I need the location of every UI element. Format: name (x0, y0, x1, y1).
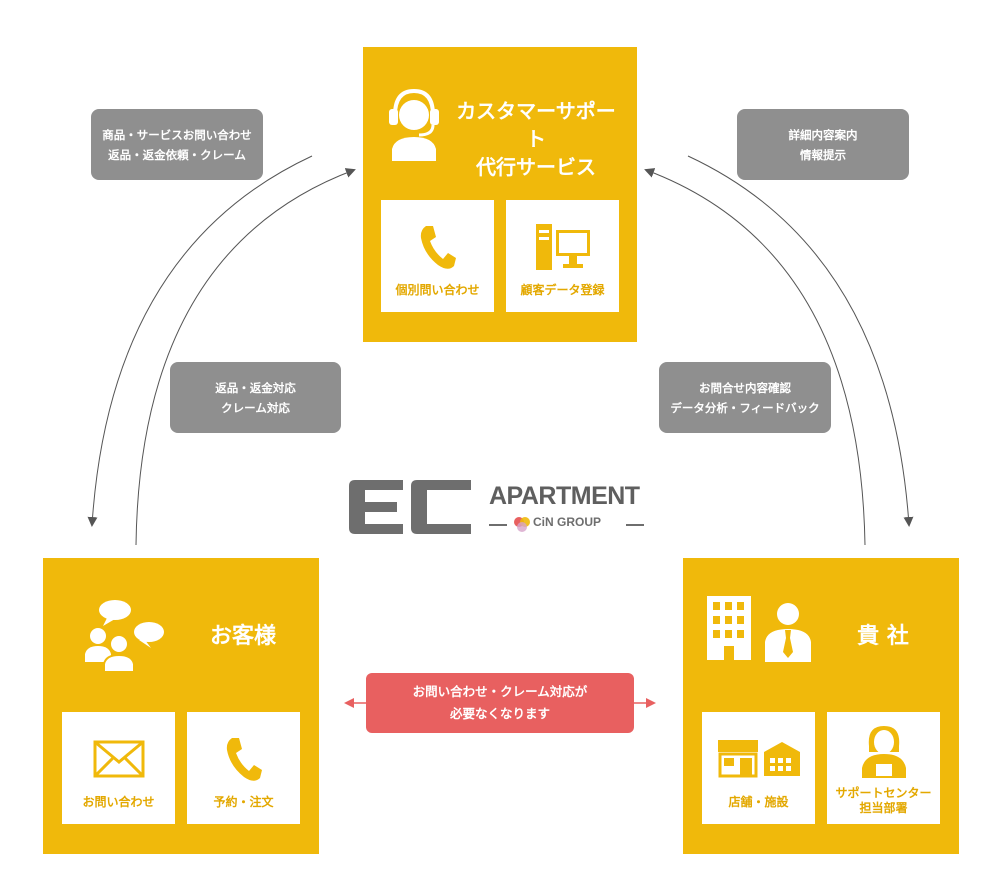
cin-dots-icon (513, 516, 531, 536)
card-label: お問い合わせ (82, 795, 155, 809)
label-inquiry-returns: 商品・サービスお問い合わせ 返品・返金依頼・クレーム (91, 109, 263, 180)
businessman-icon (763, 602, 813, 662)
card-label: 顧客データ登録 (520, 283, 605, 297)
logo-name: APARTMENT (489, 482, 640, 510)
staff-woman-icon (859, 722, 909, 782)
arrow-left-outer (87, 155, 313, 527)
building-icon (705, 594, 753, 662)
headset-operator-icon (387, 85, 441, 161)
label-inquiry-analysis: お問合せ内容確認 データ分析・フィードバック (659, 362, 831, 433)
card-reservation-order: 予約・注文 (187, 712, 300, 824)
arrow-right-outer (687, 155, 914, 527)
card-support-center: サポートセンター 担当部署 (827, 712, 940, 824)
card-label: 店舗・施設 (728, 795, 789, 809)
divider-right (626, 524, 644, 526)
logo-group: CiN GROUP (533, 515, 602, 529)
card-label: 個別問い合わせ (395, 283, 480, 297)
phone-icon (224, 734, 264, 788)
arrow-right-inner (644, 168, 866, 546)
customer-box-title: お客様 (209, 624, 276, 649)
card-individual-inquiry: 個別問い合わせ (381, 200, 494, 312)
phone-icon (418, 222, 458, 276)
customers-speech-icon (85, 598, 165, 673)
center-service-box: カスタマーサポート 代行サービス 個別問い合わせ 顧客データ登録 (363, 47, 637, 342)
card-customer-data-entry: 顧客データ登録 (506, 200, 619, 312)
card-label: 予約・注文 (213, 795, 274, 809)
logo-group-row: CiN GROUP (489, 514, 644, 534)
card-label: サポートセンター 担当部署 (835, 786, 932, 815)
company-box: 貴 社 店舗・施設 (683, 558, 959, 854)
logo-mark (349, 480, 471, 534)
label-detail-info: 詳細内容案内 情報提示 (737, 109, 909, 180)
card-inquiry: お問い合わせ (62, 712, 175, 824)
center-box-title: カスタマーサポート 代行サービス (456, 99, 616, 179)
customer-box: お客様 お問い合わせ 予約・注文 (43, 558, 319, 854)
arrow-left-inner (135, 168, 356, 546)
ec-apartment-logo: APARTMENT CiN GROUP (349, 480, 644, 536)
label-return-handling: 返品・返金対応 クレーム対応 (170, 362, 341, 433)
label-no-inquiry-needed: お問い合わせ・クレーム対応が 必要なくなります (366, 673, 634, 733)
card-store-facility: 店舗・施設 (702, 712, 815, 824)
company-box-title: 貴 社 (857, 624, 909, 649)
store-icon (716, 738, 802, 782)
divider-left (489, 524, 507, 526)
computer-icon (534, 222, 592, 278)
mail-icon (93, 740, 145, 782)
